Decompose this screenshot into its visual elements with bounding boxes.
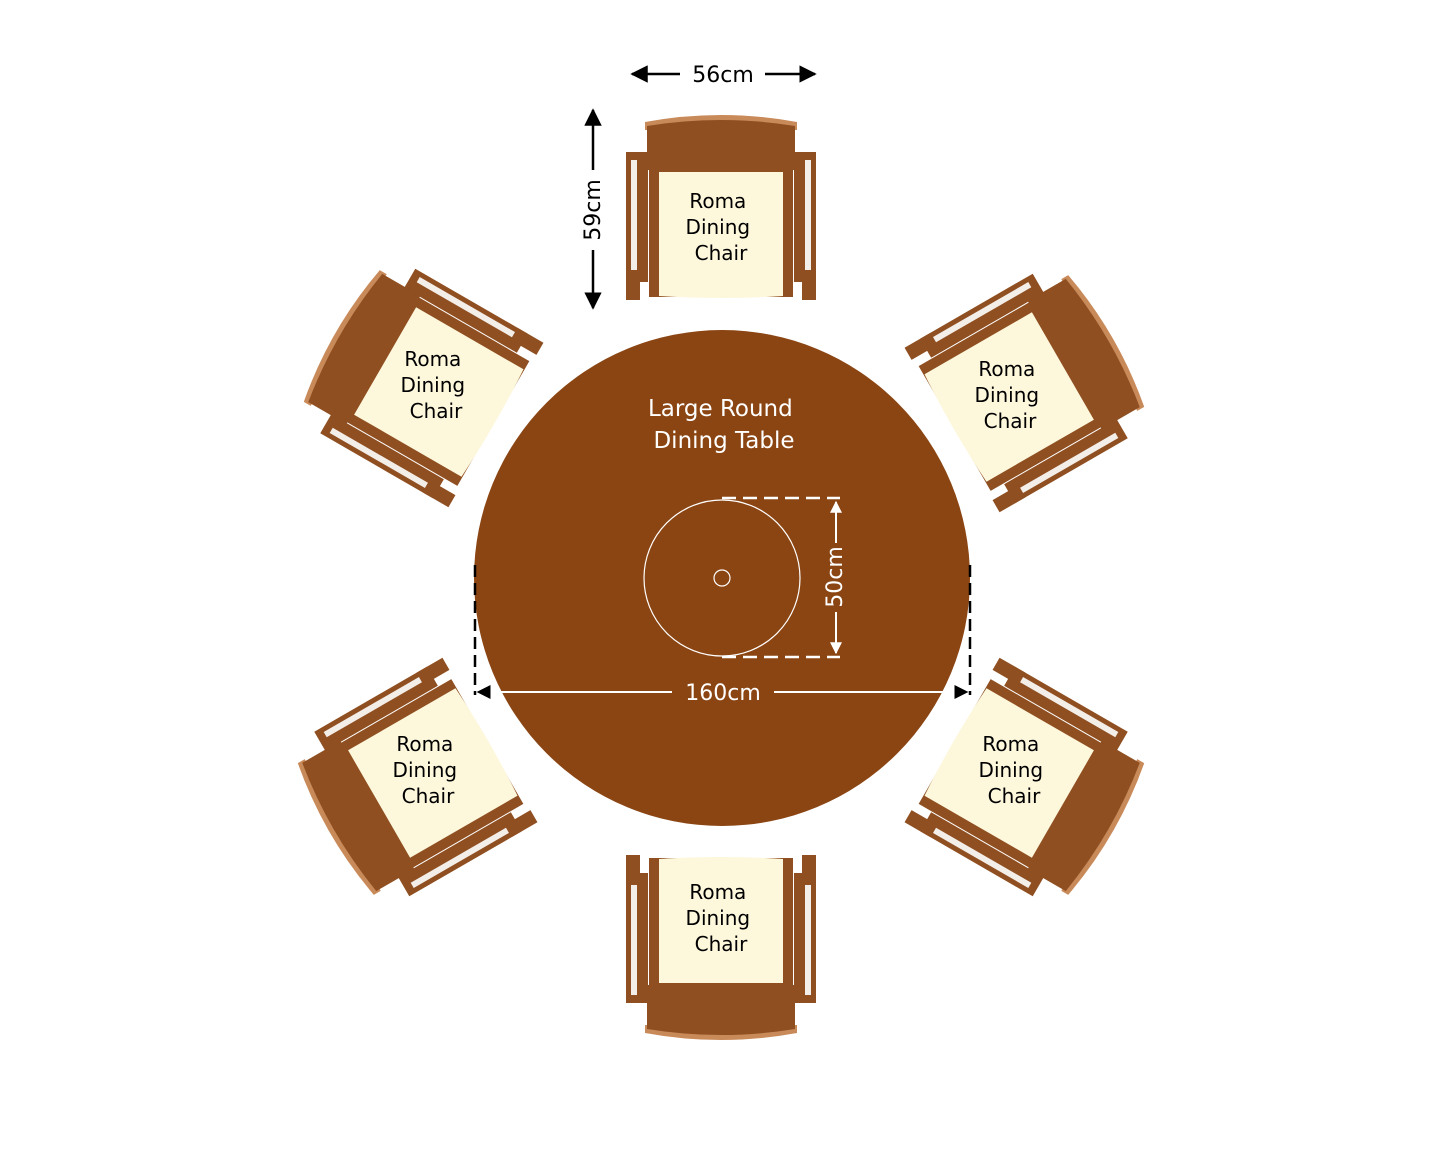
- chair-depth-label: 59cm: [581, 179, 606, 241]
- chair-label-line3: Chair: [695, 241, 748, 265]
- chair-label-line2: Dining: [975, 383, 1040, 407]
- chair-label-line3: Chair: [410, 399, 463, 423]
- chair-label-line1: Roma: [689, 189, 746, 213]
- chair-label-line2: Dining: [686, 906, 751, 930]
- chair-upper-left: Roma Dining Chair: [288, 250, 544, 508]
- chair-label-line3: Chair: [984, 409, 1037, 433]
- chair-label-line1: Roma: [978, 357, 1035, 381]
- round-dining-table: Large Round Dining Table 50cm 160cm: [473, 330, 972, 826]
- chair-top: Roma Dining Chair: [626, 115, 816, 300]
- chair-label-line2: Dining: [393, 758, 458, 782]
- svg-text:Roma Dining Chair: Roma Dining Chair: [393, 732, 464, 808]
- table-label: Large Round Dining Table: [648, 396, 800, 454]
- chair-label-line1: Roma: [404, 347, 461, 371]
- table-diameter-label: 160cm: [685, 681, 761, 706]
- chair-label-line3: Chair: [695, 932, 748, 956]
- table-label-line2: Dining Table: [653, 428, 794, 454]
- chair-label-line1: Roma: [689, 880, 746, 904]
- chair-upper-right: Roma Dining Chair: [904, 255, 1160, 513]
- lazy-susan-hub: [713, 569, 731, 587]
- svg-text:Roma Dining Chair: Roma Dining Chair: [975, 357, 1046, 433]
- table-top: [474, 330, 970, 826]
- svg-text:Roma Dining Chair: Roma Dining Chair: [979, 732, 1050, 808]
- svg-text:Roma Dining Chair: Roma Dining Chair: [686, 189, 757, 265]
- chair-label-line2: Dining: [401, 373, 466, 397]
- chair-label-line3: Chair: [988, 784, 1041, 808]
- chair-width-label: 56cm: [692, 63, 754, 88]
- chair-lower-left: Roma Dining Chair: [282, 657, 538, 915]
- chair-label-line1: Roma: [396, 732, 453, 756]
- chair-label-line1: Roma: [982, 732, 1039, 756]
- lazy-susan-dimension-label: 50cm: [823, 546, 848, 608]
- chair-lower-right: Roma Dining Chair: [904, 657, 1160, 915]
- table-label-line1: Large Round: [648, 396, 793, 422]
- chair-depth-dimension: 59cm: [581, 108, 606, 310]
- table-diameter-dimension: 160cm: [473, 565, 972, 706]
- lazy-susan-dimension: 50cm: [722, 496, 848, 659]
- chair-label-line2: Dining: [979, 758, 1044, 782]
- chair-width-dimension: 56cm: [630, 63, 817, 88]
- svg-text:Roma Dining Chair: Roma Dining Chair: [686, 880, 757, 956]
- chair-label-line3: Chair: [402, 784, 455, 808]
- svg-text:Roma Dining Chair: Roma Dining Chair: [401, 347, 472, 423]
- chair-bottom: Roma Dining Chair: [626, 855, 816, 1040]
- chair-label-line2: Dining: [686, 215, 751, 239]
